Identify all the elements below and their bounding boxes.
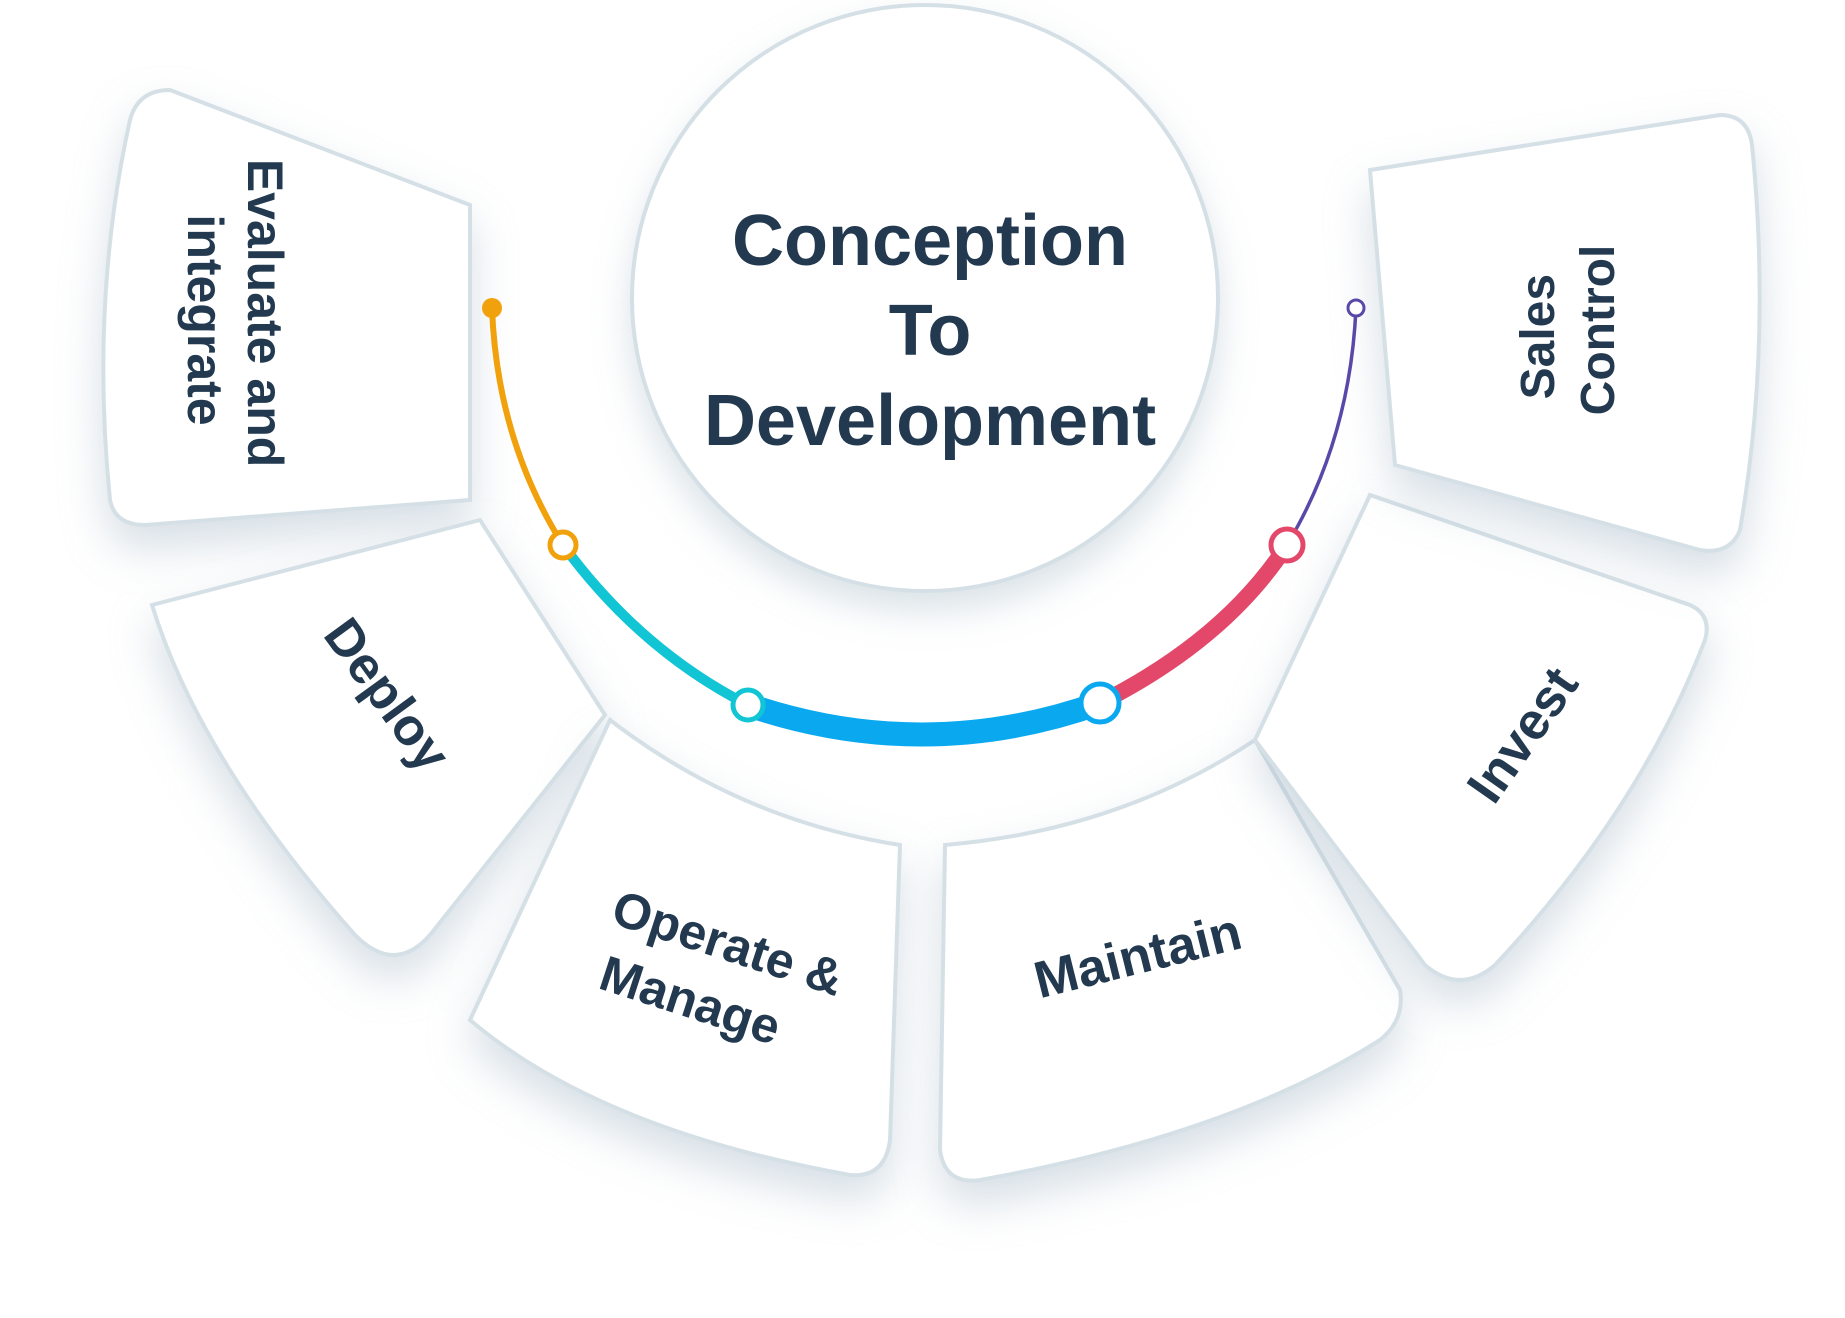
- arc-blue: [736, 691, 1112, 747]
- arc-node-orange-teal: [547, 529, 579, 561]
- card-sales: [1367, 112, 1762, 553]
- center-title-line2: To: [889, 291, 972, 371]
- center-title-line1: Conception: [732, 201, 1128, 281]
- arc-node-purple-end: [1346, 298, 1366, 318]
- arc-teal: [558, 540, 753, 710]
- segment-cards: [101, 87, 1762, 1183]
- card-deploy: [149, 517, 608, 957]
- card-operate: [467, 716, 903, 1178]
- progress-arc: [482, 298, 1366, 747]
- label-evaluate: Evaluate and integrate: [177, 159, 293, 481]
- arc-node-red-purple: [1268, 526, 1306, 564]
- label-sales: Sales Control: [1512, 245, 1625, 416]
- center-title: Conception To Development: [704, 201, 1156, 461]
- center-circle: [630, 3, 1220, 593]
- arc-red: [1092, 537, 1295, 711]
- arc-node-orange-start: [482, 298, 502, 318]
- arc-orange: [489, 305, 566, 548]
- arc-node-teal-blue: [730, 687, 766, 723]
- card-maintain: [937, 737, 1403, 1183]
- arc-purple: [1285, 306, 1358, 547]
- card-evaluate: [101, 87, 472, 528]
- card-invest: [1252, 492, 1709, 982]
- center-title-line3: Development: [704, 381, 1156, 461]
- arc-node-blue-red: [1078, 681, 1122, 725]
